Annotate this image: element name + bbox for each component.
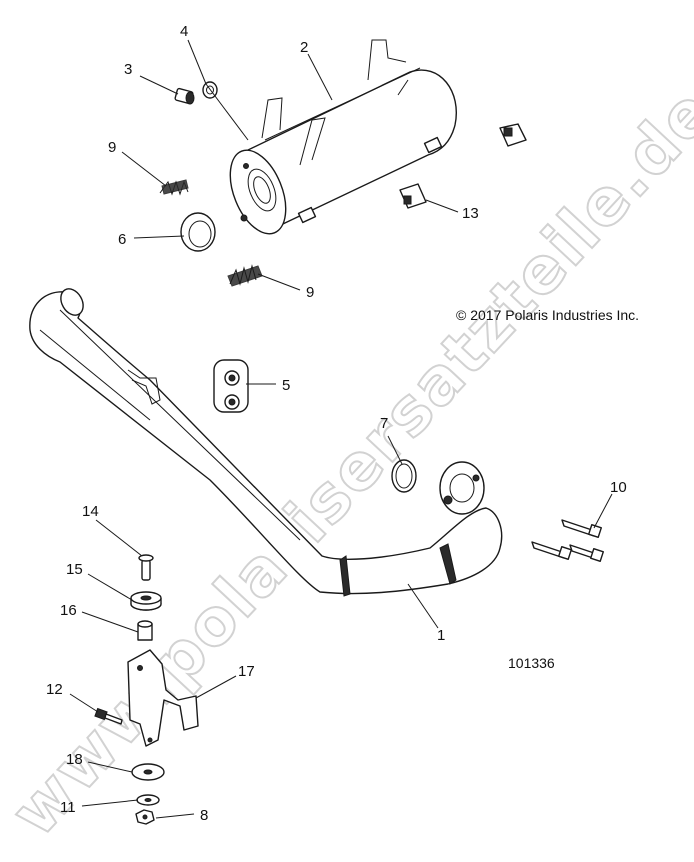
part-bolt-3 — [569, 544, 605, 563]
part-rubber-mount-b — [399, 183, 427, 209]
callout-10: 10 — [610, 479, 627, 496]
part-rubber-mount-a — [499, 123, 527, 147]
part-o-ring — [391, 459, 417, 493]
callout-6: 6 — [118, 231, 126, 248]
callout-12: 12 — [46, 681, 63, 698]
callout-13: 13 — [462, 205, 479, 222]
part-pin — [138, 554, 154, 581]
part-gasket — [180, 212, 216, 252]
part-hanger — [213, 359, 249, 413]
callout-17: 17 — [238, 663, 255, 680]
callout-11: 11 — [60, 799, 76, 816]
part-muffler — [229, 39, 457, 235]
part-spring-lower — [227, 264, 263, 287]
part-hanger-rod — [127, 369, 161, 405]
part-flat-washer — [136, 794, 160, 806]
callout-4: 4 — [180, 23, 188, 40]
callout-9-lower: 9 — [306, 284, 314, 301]
part-bolt-1 — [561, 519, 603, 539]
part-grommet — [130, 591, 162, 611]
part-plug — [174, 87, 195, 105]
leader-lines — [69, 39, 613, 819]
part-nut — [135, 809, 155, 825]
callout-5: 5 — [282, 377, 290, 394]
part-exhaust-pipe — [29, 288, 503, 597]
copyright-notice: © 2017 Polaris Industries Inc. — [456, 307, 639, 323]
callout-18: 18 — [66, 751, 83, 768]
callout-14: 14 — [82, 503, 99, 520]
part-spring-upper — [159, 179, 189, 196]
callouts: 1 2 3 4 5 6 7 8 9 9 10 11 12 13 14 15 16… — [46, 23, 627, 824]
callout-7: 7 — [380, 415, 388, 432]
callout-2: 2 — [300, 39, 308, 56]
part-washer-large — [131, 763, 165, 781]
callout-3: 3 — [124, 61, 132, 78]
part-bracket — [127, 649, 199, 747]
callout-15: 15 — [66, 561, 83, 578]
part-bushing — [137, 620, 153, 641]
callout-9-upper: 9 — [108, 139, 116, 156]
part-bolt-2 — [531, 541, 573, 561]
callout-8: 8 — [200, 807, 208, 824]
callout-1: 1 — [437, 627, 445, 644]
callout-16: 16 — [60, 602, 77, 619]
figure-number: 101336 — [508, 655, 555, 671]
part-screw — [94, 707, 123, 725]
